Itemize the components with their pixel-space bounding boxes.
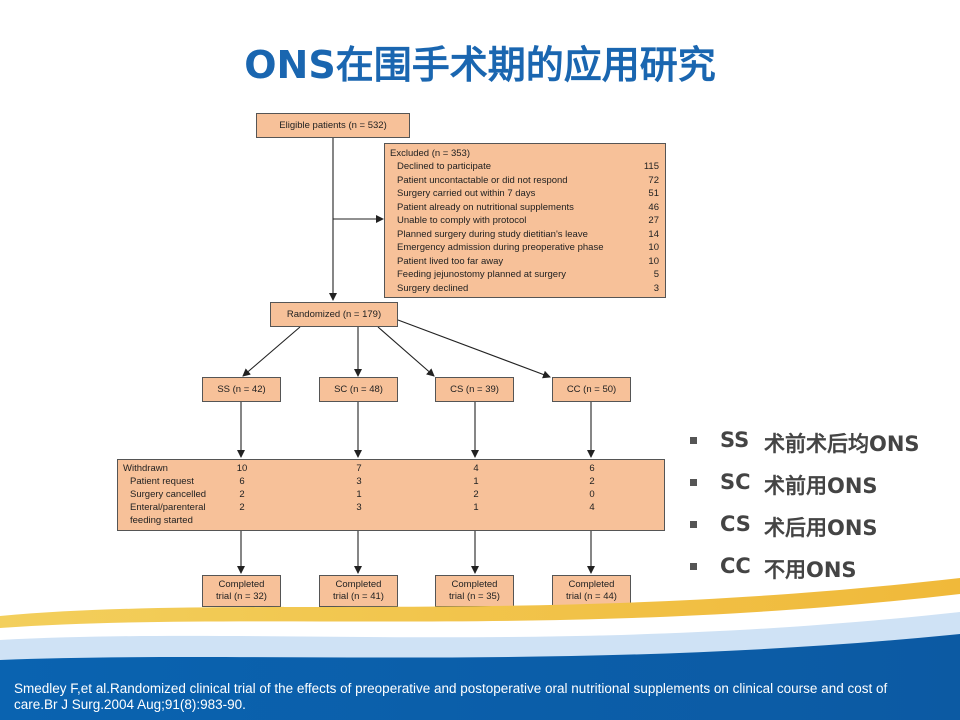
- excluded-reason: Surgery carried out within 7 days: [397, 188, 536, 199]
- square-bullet-icon: [690, 437, 697, 444]
- connector-to-cs: [377, 326, 435, 377]
- excluded-reason: Patient uncontactable or did not respond: [397, 174, 568, 186]
- excluded-row: Patient already on nutritional supplemen…: [397, 202, 659, 215]
- withdrawn-value-cc: 2: [589, 476, 595, 487]
- square-bullet-icon: [690, 479, 697, 486]
- withdrawn-reason: Patient request: [130, 476, 194, 487]
- legend-desc: 术后用ONS: [764, 516, 878, 540]
- withdrawn-value-cs: 4: [473, 463, 479, 474]
- excluded-row: Emergency admission during preoperative …: [397, 242, 659, 255]
- group-box-cs: CS (n = 39): [435, 377, 514, 402]
- legend-desc: 术前术后均ONS: [764, 432, 920, 456]
- withdrawn-value-cs: 1: [473, 502, 479, 513]
- excluded-row: Unable to comply with protocol 27: [397, 215, 659, 228]
- excluded-count: 115: [643, 161, 659, 172]
- excluded-row: Patient uncontactable or did not respond…: [397, 175, 659, 188]
- legend-code: SS: [720, 428, 750, 452]
- completed-line2: trial (n = 35): [449, 591, 500, 602]
- excluded-count: 10: [648, 242, 659, 253]
- excluded-count: 10: [648, 255, 659, 267]
- group-label: CC (n = 50): [566, 383, 617, 395]
- group-box-sc: SC (n = 48): [319, 377, 398, 402]
- excluded-reason: Declined to participate: [397, 161, 491, 172]
- eligible-label: Eligible patients (n = 532): [279, 119, 387, 131]
- excluded-row: Feeding jejunostomy planned at surgery 5: [397, 269, 659, 282]
- withdrawn-value-ss: 2: [239, 502, 245, 513]
- completed-line1: Completed: [335, 579, 382, 590]
- withdrawn-value-sc: 1: [356, 489, 362, 500]
- withdrawn-value-ss: 2: [239, 489, 245, 500]
- withdrawn-value-sc: 7: [356, 463, 362, 474]
- withdrawn-value-cc: 6: [589, 463, 595, 474]
- withdrawn-value-cc: 4: [589, 502, 595, 513]
- square-bullet-icon: [690, 521, 697, 528]
- completed-line1: Completed: [218, 579, 265, 590]
- excluded-reason: Emergency admission during preoperative …: [397, 242, 604, 253]
- randomized-box: Randomized (n = 179): [270, 302, 398, 327]
- group-box-cc: CC (n = 50): [552, 377, 631, 402]
- eligible-box: Eligible patients (n = 532): [256, 113, 410, 138]
- group-label: SS (n = 42): [217, 383, 266, 395]
- randomized-label: Randomized (n = 179): [286, 308, 382, 320]
- completed-line2: trial (n = 41): [333, 591, 384, 602]
- excluded-reason: Patient already on nutritional supplemen…: [397, 201, 574, 213]
- excluded-count: 14: [648, 228, 659, 240]
- withdrawn-value-ss: 6: [239, 476, 245, 487]
- excluded-row: Surgery declined 3: [397, 283, 659, 296]
- group-label: SC (n = 48): [334, 383, 383, 395]
- excluded-row: Patient lived too far away 10: [397, 256, 659, 269]
- excluded-reason: Feeding jejunostomy planned at surgery: [397, 269, 566, 280]
- completed-line1: Completed: [568, 579, 615, 590]
- excluded-header: Excluded (n = 353): [390, 148, 471, 159]
- legend-desc: 不用ONS: [764, 558, 857, 582]
- withdrawn-label: Withdrawn: [123, 463, 168, 474]
- withdrawn-value-sc: 3: [356, 476, 362, 487]
- withdrawn-reason: Enteral/parenteral: [130, 502, 206, 513]
- group-box-ss: SS (n = 42): [202, 377, 281, 402]
- excluded-count: 27: [648, 215, 659, 226]
- excluded-row: Planned surgery during study dietitian's…: [397, 229, 659, 242]
- square-bullet-icon: [690, 563, 697, 570]
- withdrawn-value-cs: 1: [473, 476, 479, 487]
- excluded-count: 5: [653, 269, 659, 280]
- excluded-count: 46: [648, 201, 659, 213]
- decorative-wave-band: [0, 578, 960, 720]
- excluded-count: 51: [648, 188, 659, 199]
- excluded-count: 3: [653, 282, 659, 294]
- legend-code: CS: [720, 512, 751, 536]
- withdrawn-box: Withdrawn Patient request Surgery cancel…: [117, 459, 665, 531]
- withdrawn-value-cs: 2: [473, 489, 479, 500]
- excluded-row: Declined to participate 115: [397, 161, 659, 174]
- withdrawn-value-sc: 3: [356, 502, 362, 513]
- excluded-count: 72: [648, 174, 659, 186]
- legend-desc: 术前用ONS: [764, 474, 878, 498]
- flow-connectors: [237, 138, 595, 574]
- excluded-box: Excluded (n = 353) Declined to participa…: [384, 143, 666, 298]
- group-label: CS (n = 39): [450, 383, 499, 395]
- excluded-reason: Surgery declined: [397, 282, 469, 294]
- connector-to-ss: [242, 326, 301, 377]
- withdrawn-reason: feeding started: [130, 515, 193, 526]
- completed-line2: trial (n = 32): [216, 591, 267, 602]
- legend-code: SC: [720, 470, 751, 494]
- excluded-reason: Patient lived too far away: [397, 255, 504, 267]
- completed-line2: trial (n = 44): [566, 591, 617, 602]
- excluded-reason: Unable to comply with protocol: [397, 215, 527, 226]
- withdrawn-reason: Surgery cancelled: [130, 489, 207, 500]
- citation-text: Smedley F,et al.Randomized clinical tria…: [14, 681, 888, 712]
- withdrawn-value-ss: 10: [236, 463, 248, 474]
- excluded-row: Surgery carried out within 7 days 51: [397, 188, 659, 201]
- completed-line1: Completed: [451, 579, 498, 590]
- legend-code: CC: [720, 554, 751, 578]
- withdrawn-value-cc: 0: [589, 489, 595, 500]
- slide-title: ONS在围手术期的应用研究: [244, 43, 716, 87]
- excluded-reason: Planned surgery during study dietitian's…: [397, 228, 588, 240]
- connector-to-cc: [397, 319, 551, 379]
